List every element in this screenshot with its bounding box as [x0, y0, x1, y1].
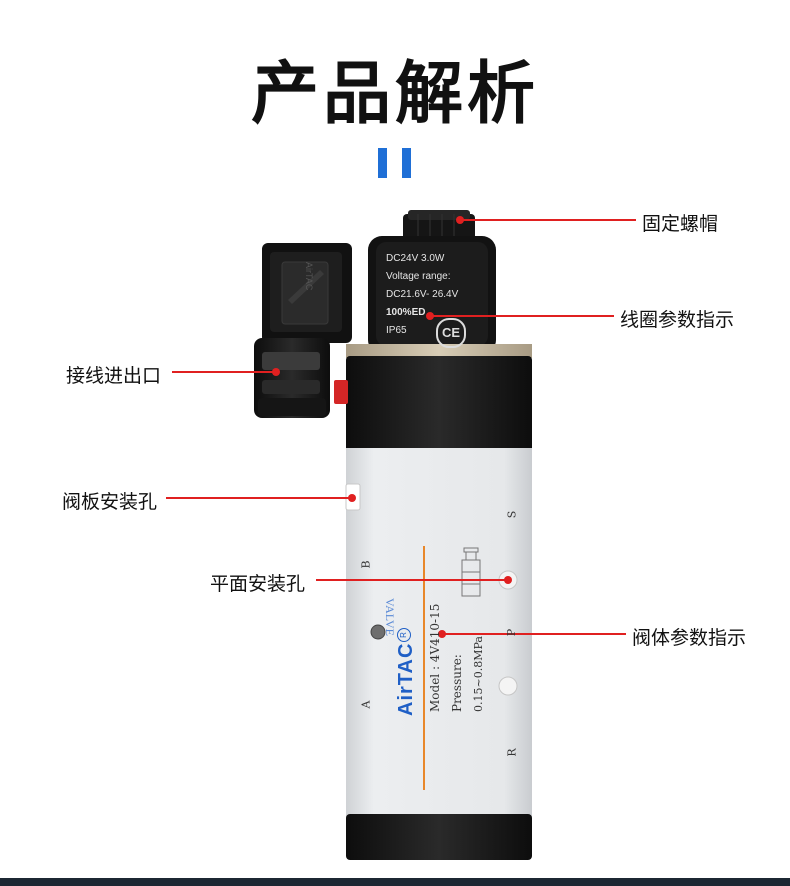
callout-dots	[272, 216, 512, 638]
upper-end-cap	[346, 356, 532, 452]
ce-mark: CE	[436, 318, 466, 348]
flat-mount-hole-lower	[498, 676, 518, 696]
callout-lines	[166, 219, 636, 635]
callout-wiring-port: 接线进出口	[66, 365, 162, 387]
fixing-nut	[403, 210, 475, 240]
cable-gland	[254, 338, 330, 418]
callout-body-params: 阀体参数指示	[632, 627, 747, 649]
connector-housing	[262, 243, 352, 343]
coil-voltage-range-value: DC21.6V- 26.4V	[386, 289, 459, 300]
coil-voltage-range-label: Voltage range:	[386, 271, 451, 282]
lower-end-cap	[346, 814, 532, 860]
coil-rating-text: DC24V 3.0W	[386, 253, 445, 264]
title-accent-right	[402, 148, 411, 178]
callout-fixed-nut: 固定螺帽	[642, 213, 719, 235]
indicator-screw	[370, 624, 386, 640]
manual-override-button[interactable]	[334, 380, 348, 404]
callout-coil-params: 线圈参数指示	[620, 309, 735, 331]
title-accent-left	[378, 148, 387, 178]
coil-base-plate	[346, 344, 532, 358]
pneumatic-symbol	[461, 547, 481, 597]
page-title: 产品解析	[250, 55, 539, 134]
bottom-divider-bar	[0, 878, 790, 886]
coil-ip-rating: IP65	[386, 325, 407, 336]
callout-plate-mount-hole: 阀板安装孔	[62, 491, 158, 513]
callout-flat-mount-hole: 平面安装孔	[210, 573, 306, 595]
connector-brand-mark: AirTAC	[304, 262, 314, 291]
coil-duty-cycle: 100%ED	[386, 307, 426, 318]
